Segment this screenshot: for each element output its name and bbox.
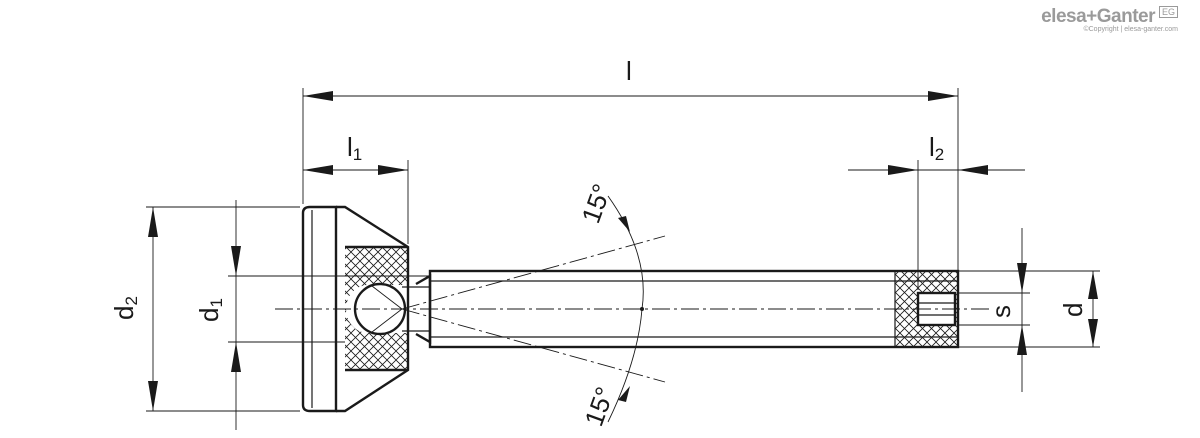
- dimension-l1: [303, 160, 409, 244]
- hex-socket: [895, 272, 958, 346]
- angle-line-bottom: [401, 308, 666, 383]
- dimension-l: [302, 88, 959, 270]
- dimension-d: [958, 270, 1100, 348]
- brand-badge: EG: [1158, 6, 1178, 18]
- label-d2: d2: [109, 296, 141, 320]
- label-angle-top: 15°: [575, 180, 617, 227]
- dimension-s: [958, 228, 1030, 392]
- brand-logo: elesa+Ganter: [1041, 6, 1155, 27]
- dimension-l2: [848, 160, 1025, 290]
- ball-sleeve: [345, 245, 408, 372]
- brand-copyright: ©Copyright | elesa-ganter.com: [1083, 26, 1178, 33]
- label-angle-bottom: 15°: [578, 383, 620, 430]
- label-d1: d1: [194, 298, 226, 322]
- label-s: s: [986, 305, 1016, 318]
- angle-line-top: [401, 235, 666, 310]
- label-l2: l2: [929, 132, 944, 164]
- dimension-d1: [228, 200, 430, 430]
- label-d: d: [1058, 303, 1088, 317]
- dimension-d2: [146, 206, 300, 412]
- swivel-pad: [301, 205, 410, 413]
- label-l1: l1: [347, 132, 362, 164]
- label-l: l: [626, 56, 632, 86]
